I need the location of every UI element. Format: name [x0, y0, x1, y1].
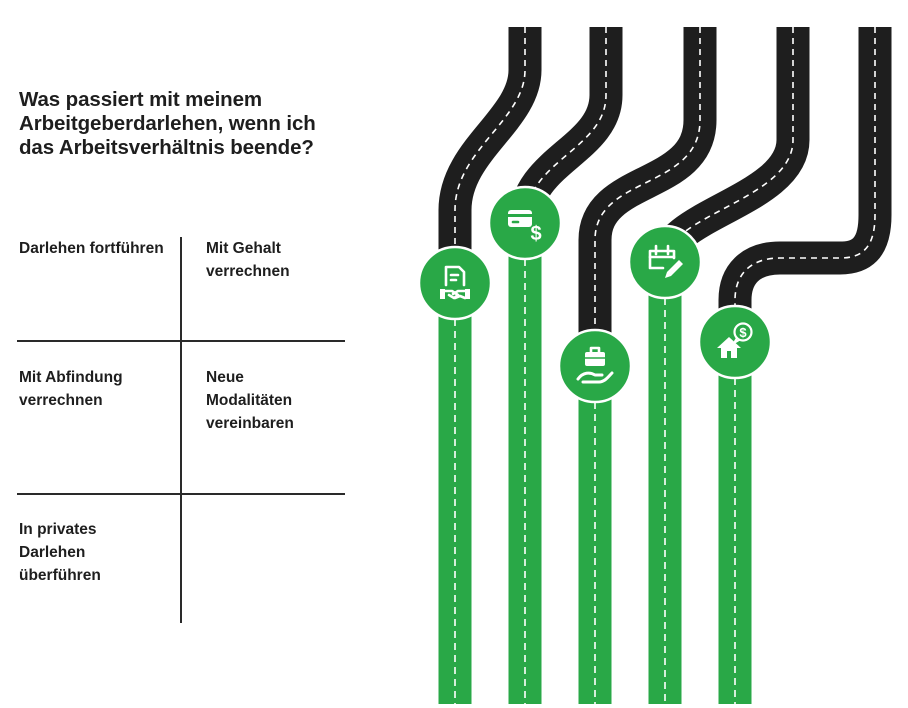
credit-card-dollar-icon: $ [508, 210, 542, 245]
grid-divider-vertical [180, 237, 182, 623]
option-neue-modalitaeten: Neue Modalitäten vereinbaren [206, 369, 294, 432]
house-dollar-icon: $ [717, 322, 753, 358]
road-lane-marking [594, 27, 701, 366]
option-privates-darlehen: In privates Darlehen überführen [19, 521, 101, 584]
road-lane-marking [734, 27, 876, 342]
handshake-document-icon [440, 265, 470, 300]
option-mit-abfindung-verrechnen: Mit Abfindung verrechnen [19, 369, 123, 409]
grid-divider-horizontal [17, 493, 345, 495]
svg-text:$: $ [530, 223, 541, 245]
option-mit-gehalt-verrechnen: Mit Gehalt verrechnen [206, 240, 290, 280]
option-darlehen-fortfuehren: Darlehen fortführen [19, 240, 164, 257]
calendar-edit-icon [648, 244, 683, 278]
hand-briefcase-icon [576, 346, 614, 384]
svg-text:$: $ [739, 325, 747, 340]
page-title: Was passiert mit meinem Arbeitgeberdarle… [19, 88, 316, 159]
grid-divider-horizontal [17, 340, 345, 342]
road-lane-marking [454, 27, 526, 283]
milestone-circle [417, 245, 493, 321]
milestone-circle [627, 224, 703, 300]
